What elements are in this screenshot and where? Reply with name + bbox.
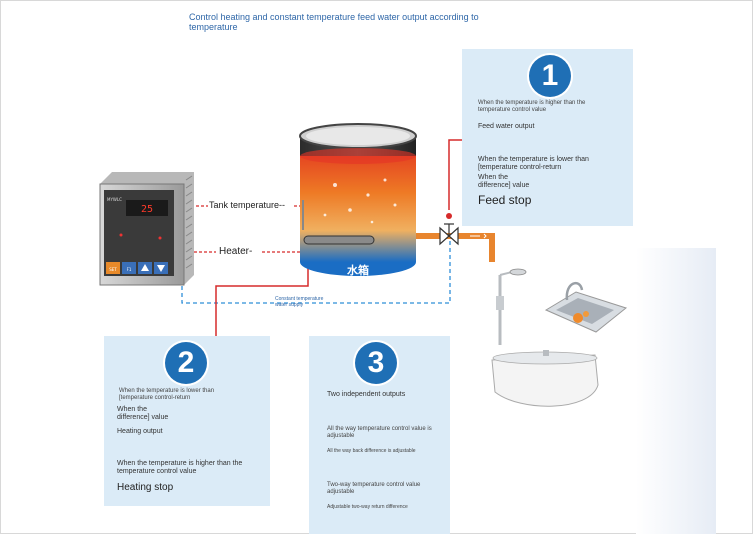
panel1-line1: When the temperature is higher than the … <box>478 100 586 113</box>
panel-outputs: 3 Two independent outputs All the way te… <box>309 336 450 534</box>
tank-temperature-label: Tank temperature-- <box>209 200 286 210</box>
heater-label: Heater- <box>219 246 253 257</box>
panel2-line5: Heating stop <box>117 482 174 493</box>
panel2-line1: When the temperature is lower than [temp… <box>119 388 215 401</box>
panel-heating: 2 When the temperature is lower than [te… <box>104 336 270 506</box>
valve-wire <box>448 139 462 210</box>
water-tank <box>299 123 417 276</box>
panel3-line3: All the way back difference is adjustabl… <box>327 448 416 454</box>
panel-feed-water: 1 When the temperature is higher than th… <box>462 49 633 226</box>
controller-brand: MYWLC <box>107 197 122 202</box>
panel3-line1: Two independent outputs <box>327 391 406 398</box>
panel2-line4: When the temperature is higher than the … <box>117 460 243 475</box>
controller-key-set: SET <box>109 267 117 272</box>
temperature-controller <box>99 172 194 286</box>
panel1-number-badge: 1 <box>529 55 571 97</box>
panel2-line3: Heating output <box>117 428 163 435</box>
panel1-line5: Feed stop <box>478 193 532 207</box>
heater-wire <box>215 262 309 336</box>
valve-node <box>446 213 452 219</box>
panel3-line4: Two-way temperature control value adjust… <box>327 482 421 495</box>
controller-key-f1: F1 <box>127 267 132 272</box>
supply-label: Constant temperature water supply <box>275 296 324 308</box>
solenoid-valve <box>439 223 459 246</box>
kitchen-sink <box>544 281 628 333</box>
panel3-line5: Adjustable two-way return difference <box>327 504 408 510</box>
panel3-number-badge: 3 <box>355 342 397 384</box>
panel2-number-badge: 2 <box>165 342 207 384</box>
panel1-line3: When the temperature is lower than [temp… <box>478 156 589 171</box>
background-gradient <box>636 248 716 534</box>
bathtub <box>491 350 599 407</box>
controller-display: 25 <box>141 204 153 215</box>
tank-label: 水箱 <box>347 263 369 277</box>
shower <box>496 268 527 345</box>
panel2-line2: When the difference] value <box>117 406 169 421</box>
panel3-line2: All the way temperature control value is… <box>327 426 432 439</box>
diagram-title: Control heating and constant temperature… <box>189 12 479 32</box>
panel1-line4: When the difference] value <box>478 174 530 189</box>
panel1-line2: Feed water output <box>478 123 535 130</box>
